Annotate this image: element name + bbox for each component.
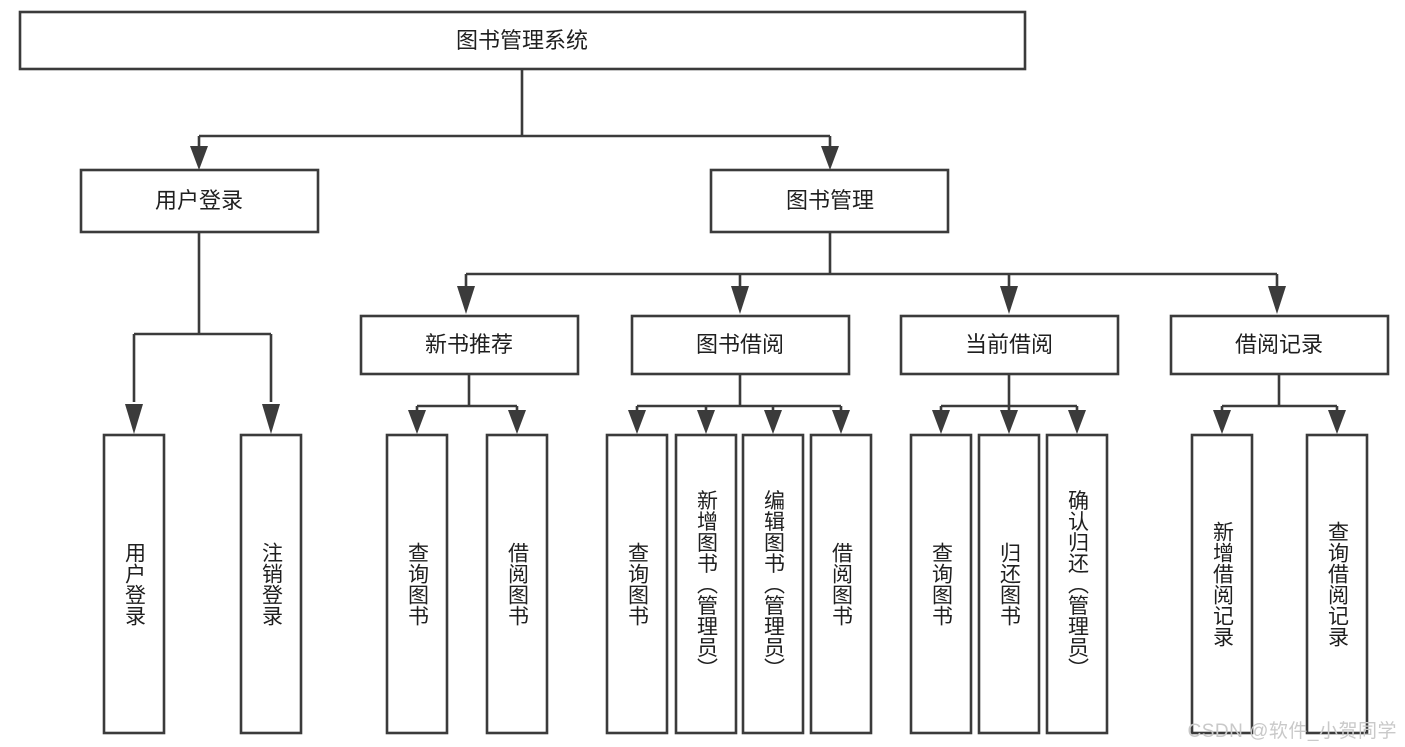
leaf-query-book-3-label: 查询图书	[930, 542, 954, 626]
arrow-head-icon	[1328, 410, 1346, 434]
node-book-borrow-label: 图书借阅	[696, 332, 784, 357]
arrow-head-icon	[764, 410, 782, 434]
leaf-query-book-1[interactable]: 查询图书	[385, 433, 449, 735]
leaf-confirm-return-label: 确认归还（管理员）	[1066, 490, 1090, 679]
leaf-query-book-3-box[interactable]	[909, 433, 973, 735]
leaf-borrow-book-1-box[interactable]	[485, 433, 549, 735]
arrow-head-icon	[697, 410, 715, 434]
leaf-query-book-3[interactable]: 查询图书	[909, 433, 973, 735]
arrow-head-icon	[408, 410, 426, 434]
node-user-login-box[interactable]	[79, 168, 320, 234]
arrow-head-icon	[125, 404, 143, 434]
leaf-user-login-label: 用户登录	[123, 542, 147, 626]
leaf-add-book-box[interactable]	[674, 433, 738, 735]
leaf-confirm-return[interactable]: 确认归还（管理员）	[1045, 433, 1109, 735]
leaf-return-book[interactable]: 归还图书	[977, 433, 1041, 735]
connector-user-login-to-leaves	[125, 232, 280, 434]
node-book-manage[interactable]: 图书管理	[709, 168, 950, 234]
leaf-logout[interactable]: 注销登录	[239, 433, 303, 735]
arrow-head-icon	[1268, 286, 1286, 314]
connector-root-to-level2	[190, 69, 839, 170]
leaf-query-record[interactable]: 查询借阅记录	[1305, 433, 1369, 735]
leaf-borrow-book-2-label: 借阅图书	[830, 542, 854, 626]
node-new-book-rec-label: 新书推荐	[425, 332, 513, 357]
node-current-borrow-label: 当前借阅	[965, 332, 1053, 357]
leaf-add-book-label: 新增图书（管理员）	[695, 490, 719, 679]
leaf-add-record-box[interactable]	[1190, 433, 1254, 735]
leaf-logout-box[interactable]	[239, 433, 303, 735]
leaf-confirm-return-box[interactable]	[1045, 433, 1109, 735]
leaf-user-login[interactable]: 用户登录	[102, 433, 166, 735]
leaf-return-book-box[interactable]	[977, 433, 1041, 735]
node-root[interactable]: 图书管理系统	[18, 10, 1027, 71]
node-borrow-record[interactable]: 借阅记录	[1169, 314, 1390, 376]
arrow-head-icon	[1068, 410, 1086, 434]
arrow-head-icon	[1213, 410, 1231, 434]
arrow-head-icon	[190, 146, 208, 170]
leaf-add-book[interactable]: 新增图书（管理员）	[674, 433, 738, 735]
arrow-head-icon	[1000, 410, 1018, 434]
node-root-label: 图书管理系统	[456, 28, 588, 53]
arrow-head-icon	[457, 286, 475, 314]
leaf-return-book-label: 归还图书	[998, 542, 1022, 626]
node-root-box[interactable]	[18, 10, 1027, 71]
connector-new-book-rec-to-leaves	[408, 374, 526, 434]
node-current-borrow-box[interactable]	[899, 314, 1120, 376]
leaf-edit-book[interactable]: 编辑图书（管理员）	[741, 433, 805, 735]
node-user-login[interactable]: 用户登录	[79, 168, 320, 234]
leaf-query-book-1-label: 查询图书	[406, 542, 430, 626]
node-new-book-rec-box[interactable]	[359, 314, 580, 376]
leaf-query-book-2-box[interactable]	[605, 433, 669, 735]
arrow-head-icon	[262, 404, 280, 434]
arrow-head-icon	[1000, 286, 1018, 314]
arrow-head-icon	[731, 286, 749, 314]
leaf-borrow-book-1-label: 借阅图书	[506, 542, 530, 626]
leaf-borrow-book-2-box[interactable]	[809, 433, 873, 735]
node-book-borrow[interactable]: 图书借阅	[630, 314, 851, 376]
arrow-head-icon	[932, 410, 950, 434]
leaf-borrow-book-1[interactable]: 借阅图书	[485, 433, 549, 735]
arrow-head-icon	[508, 410, 526, 434]
node-current-borrow[interactable]: 当前借阅	[899, 314, 1120, 376]
arrow-head-icon	[628, 410, 646, 434]
leaf-query-record-box[interactable]	[1305, 433, 1369, 735]
leaf-borrow-book-2[interactable]: 借阅图书	[809, 433, 873, 735]
arrow-head-icon	[821, 146, 839, 170]
node-new-book-rec[interactable]: 新书推荐	[359, 314, 580, 376]
leaf-add-record-label: 新增借阅记录	[1211, 521, 1235, 647]
connector-current-borrow-to-leaves	[932, 374, 1086, 434]
leaf-edit-book-box[interactable]	[741, 433, 805, 735]
node-user-login-label: 用户登录	[155, 188, 243, 213]
leaf-query-book-2[interactable]: 查询图书	[605, 433, 669, 735]
leaf-add-record[interactable]: 新增借阅记录	[1190, 433, 1254, 735]
leaf-query-book-2-label: 查询图书	[626, 542, 650, 626]
node-book-manage-label: 图书管理	[786, 188, 874, 213]
leaf-query-book-1-box[interactable]	[385, 433, 449, 735]
connector-borrow-record-to-leaves	[1213, 374, 1346, 434]
leaf-logout-label: 注销登录	[260, 542, 284, 626]
node-borrow-record-label: 借阅记录	[1235, 332, 1323, 357]
leaf-user-login-box[interactable]	[102, 433, 166, 735]
leaf-edit-book-label: 编辑图书（管理员）	[762, 490, 786, 679]
connector-book-manage-to-level3	[457, 232, 1286, 314]
arrow-head-icon	[832, 410, 850, 434]
leaf-query-record-label: 查询借阅记录	[1326, 521, 1350, 647]
connector-book-borrow-to-leaves	[628, 374, 850, 434]
